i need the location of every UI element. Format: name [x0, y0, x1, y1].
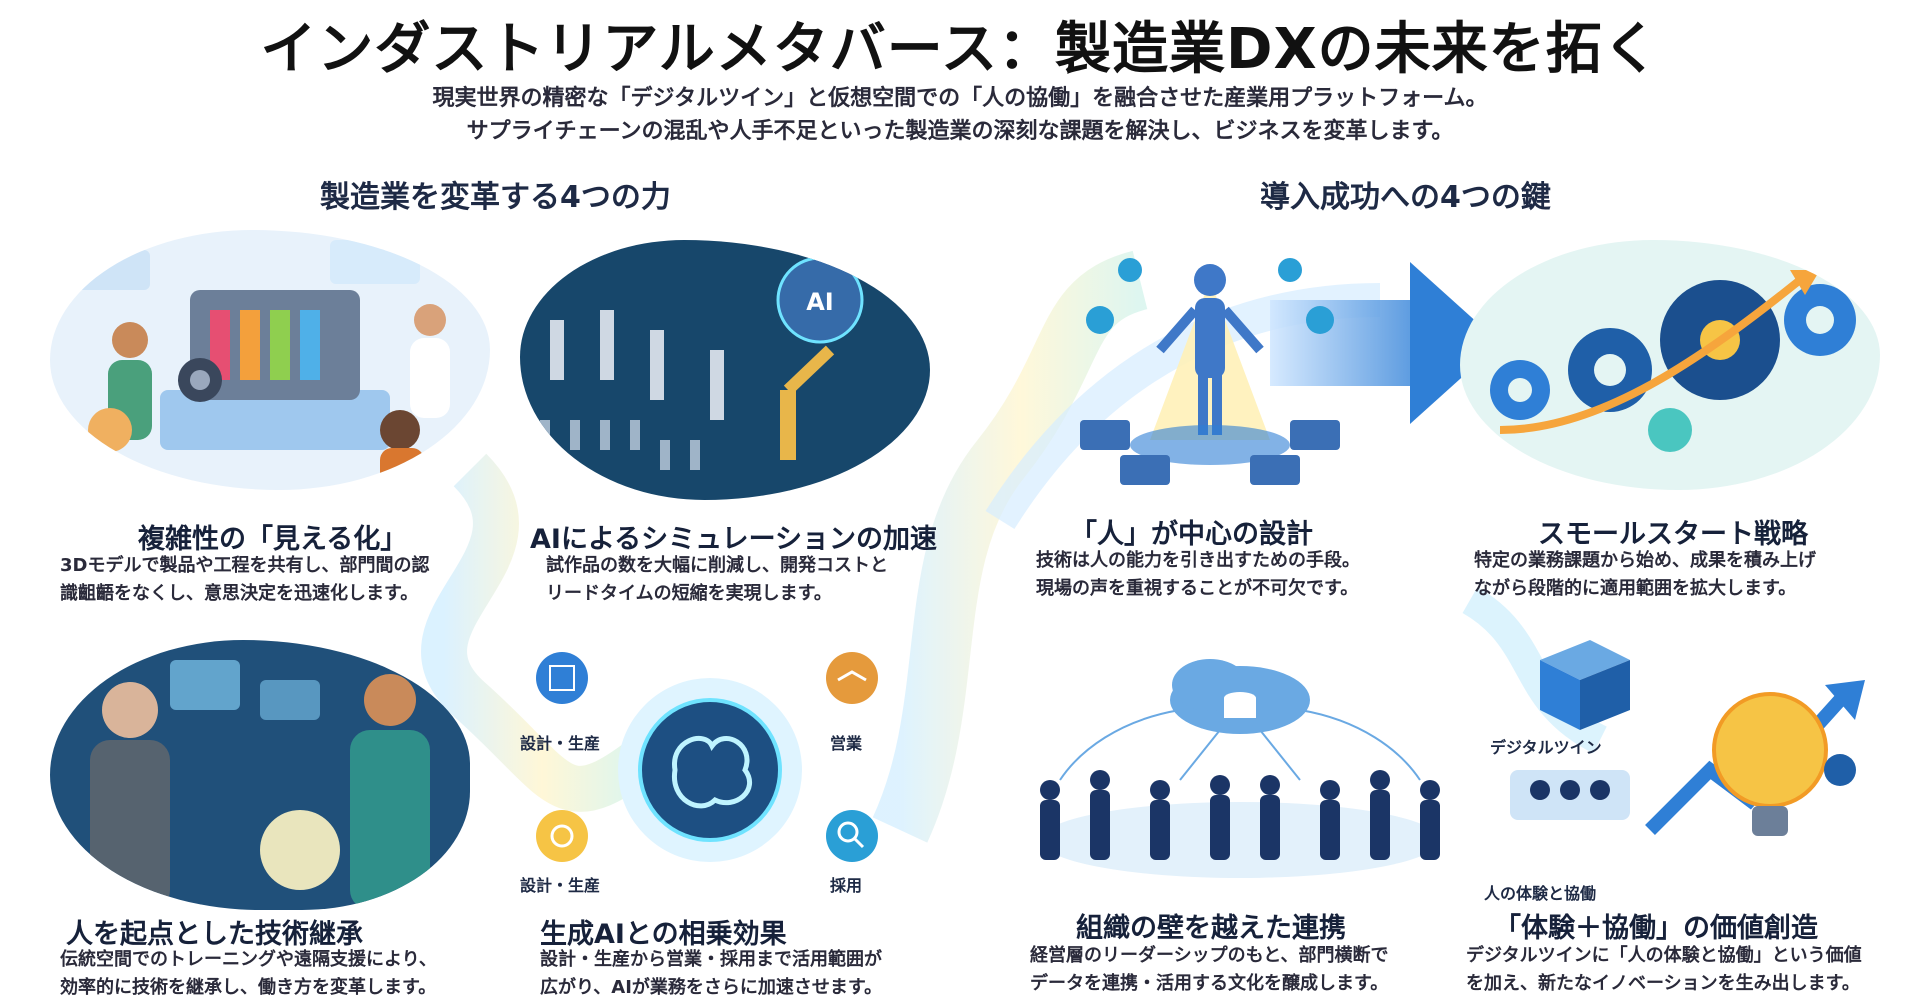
card-title-generative-ai: 生成AIとの相乗効果 [540, 919, 787, 950]
engine-icon [178, 290, 360, 402]
card-desc-ai-simulation: 試作品の数を大幅に削減し、開発コストと リードタイムの短縮を実現します。 [546, 555, 888, 604]
card-title-small-start: スモールスタート戦略 [1538, 519, 1808, 550]
card-desc-skill-transfer: 伝統空間でのトレーニングや遠隔支援により、 効率的に技術を継承し、働き方を変革し… [60, 949, 437, 998]
team-members-icon [1040, 770, 1440, 860]
card-desc-value-creation: デジタルツインに「人の体験と協働」という価値 を加え、新たなイノベーションを生み… [1466, 945, 1862, 994]
handshake-icon [826, 652, 878, 704]
cloud-database-icon [1170, 659, 1310, 734]
card-title-value-creation: 「体験＋協働」の価値創造 [1494, 913, 1818, 944]
progress-arrow-icon [1270, 262, 1500, 424]
card-desc-collaboration: 経営層のリーダーシップのもと、部門横断で データを連携・活用する文化を醸成します… [1030, 945, 1389, 994]
gear-icon [536, 810, 588, 862]
label-recruit: 採用 [830, 876, 863, 895]
card-desc-generative-ai: 設計・生産から営業・採用まで活用範囲が 広がり、AIが業務をさらに加速させます。 [540, 949, 883, 998]
subtitle-line-1: 現実世界の精密な「デジタルツイン」と仮想空間での「人の協働」を融合させた産業用プ… [432, 86, 1488, 111]
connection-node-icon [1086, 258, 1334, 334]
card-title-skill-transfer: 人を起点とした技術継承 [66, 919, 363, 950]
person-icon [88, 304, 450, 490]
small-start-illustration [1460, 240, 1880, 490]
card-title-human-centric: 「人」が中心の設計 [1070, 519, 1313, 550]
page-title: インダストリアルメタバース：製造業DXの未来を拓く [260, 17, 1660, 82]
label-design-production-2: 設計・生産 [520, 876, 601, 895]
human-centric-illustration [1060, 240, 1360, 500]
robot-arm-icon [550, 310, 835, 460]
search-people-icon [826, 810, 878, 862]
meeting-people-icon [1510, 770, 1630, 820]
blueprint-icon [536, 652, 588, 704]
label-sales: 営業 [830, 734, 863, 753]
skill-transfer-illustration [50, 640, 470, 910]
label-human-experience: 人の体験と協働 [1484, 884, 1597, 903]
card-title-ai-simulation: AIによるシミュレーションの加速 [530, 524, 938, 555]
visualization-illustration [50, 230, 490, 490]
label-design-production-1: 設計・生産 [520, 734, 601, 753]
worker-icon [90, 674, 430, 910]
label-digital-twin: デジタルツイン [1490, 738, 1602, 757]
card-title-collaboration: 組織の壁を越えた連携 [1076, 913, 1346, 944]
subtitle-line-2: サプライチェーンの混乱や人手不足といった製造業の深刻な課題を解決し、ビジネスを変… [466, 119, 1454, 144]
collaboration-illustration [1020, 640, 1460, 890]
growth-arrow-icon [1499, 276, 1803, 434]
left-section-title: 製造業を変革する4つの力 [320, 180, 671, 215]
card-title-visualization: 複雑性の「見える化」 [138, 524, 408, 555]
card-desc-visualization: 3Dモデルで製品や工程を共有し、部門間の認 識齟齬をなくし、意思決定を迅速化しま… [60, 555, 430, 604]
lightbulb-icon [1712, 692, 1828, 836]
welding-spark-icon [260, 810, 340, 890]
card-desc-human-centric: 技術は人の能力を引き出すための手段。 現場の声を重視することが不可欠です。 [1036, 550, 1360, 599]
generative-ai-illustration [530, 650, 890, 890]
right-section-title: 導入成功への4つの鍵 [1260, 180, 1551, 215]
digital-twin-cube-icon [1540, 640, 1630, 730]
gear-icon [1824, 754, 1856, 786]
human-figure-icon [1156, 264, 1264, 435]
brain-icon [672, 735, 753, 809]
ai-brain-label: AI [806, 288, 834, 316]
card-desc-small-start: 特定の業務課題から始め、成果を積み上げ ながら段階的に適用範囲を拡大します。 [1474, 550, 1816, 599]
ai-simulation-illustration: AI [520, 240, 930, 500]
value-creation-illustration [1480, 640, 1880, 880]
